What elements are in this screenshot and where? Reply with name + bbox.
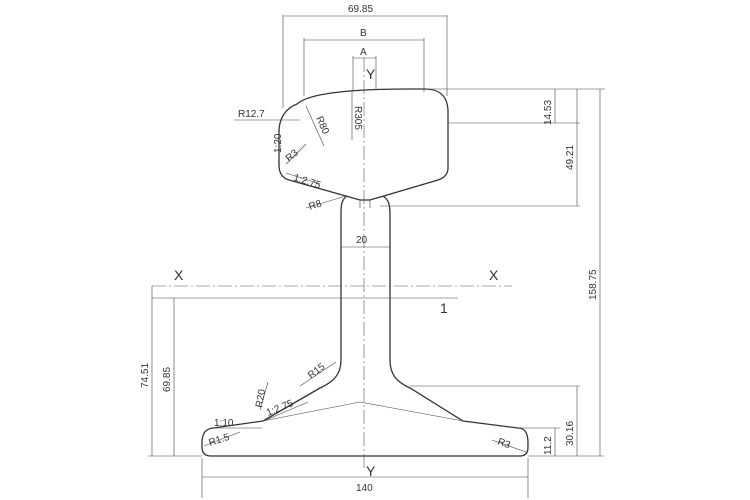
web-thickness-label: 20 bbox=[356, 235, 368, 246]
r80-leader bbox=[305, 105, 325, 147]
r12-7-label: R12.7 bbox=[238, 109, 265, 120]
r1-5-label: R1.5 bbox=[208, 432, 232, 449]
line-marker-1: 1 bbox=[440, 300, 448, 316]
a-label: A bbox=[360, 47, 367, 58]
r3-head-leader bbox=[285, 143, 307, 165]
base-width-label: 140 bbox=[356, 483, 373, 494]
y-axis-label-bottom: Y bbox=[366, 463, 376, 479]
web-inner-lines bbox=[262, 200, 464, 422]
r15-leader bbox=[299, 361, 337, 387]
total-height-label: 158.75 bbox=[588, 269, 599, 300]
rail-web-and-foot bbox=[201, 195, 529, 457]
r80-label: R80 bbox=[313, 115, 331, 137]
r20-label: R20 bbox=[254, 388, 268, 408]
head-under-slope-label: 1:2.75 bbox=[292, 172, 322, 191]
x-axis-label-right: X bbox=[489, 267, 499, 283]
r3-base-leader bbox=[491, 439, 527, 453]
base-top-slope-leader bbox=[265, 401, 309, 421]
r15-label: R15 bbox=[306, 361, 328, 381]
head-depth-label: 14.53 bbox=[543, 100, 554, 125]
base-edge-label: 11.2 bbox=[543, 436, 554, 455]
r3-base-label: R3 bbox=[496, 436, 512, 451]
head-under-slope-leader bbox=[285, 172, 321, 185]
y-axis-label-top: Y bbox=[366, 66, 376, 82]
r305-label: R305 bbox=[352, 106, 363, 130]
centroid-height-label: 69.85 bbox=[162, 367, 173, 392]
head-width-label: 69.85 bbox=[348, 4, 373, 15]
x-axis-label-left: X bbox=[174, 267, 184, 283]
neutral-axis-label: 74.51 bbox=[140, 363, 151, 388]
r8-leader bbox=[305, 195, 347, 209]
r3-head-label: R3 bbox=[284, 147, 301, 164]
base-edge-slope-label: 1:10 bbox=[214, 418, 234, 429]
head-side-slope-label: 1:20 bbox=[273, 133, 284, 153]
r8-label: R8 bbox=[308, 198, 324, 213]
head-height-label: 49.21 bbox=[565, 145, 576, 170]
b-label: B bbox=[360, 28, 367, 39]
foot-height-label: 30.16 bbox=[565, 421, 576, 446]
rail-outline bbox=[278, 88, 449, 201]
r20-leader bbox=[259, 381, 269, 411]
r1-5-leader bbox=[203, 431, 241, 447]
